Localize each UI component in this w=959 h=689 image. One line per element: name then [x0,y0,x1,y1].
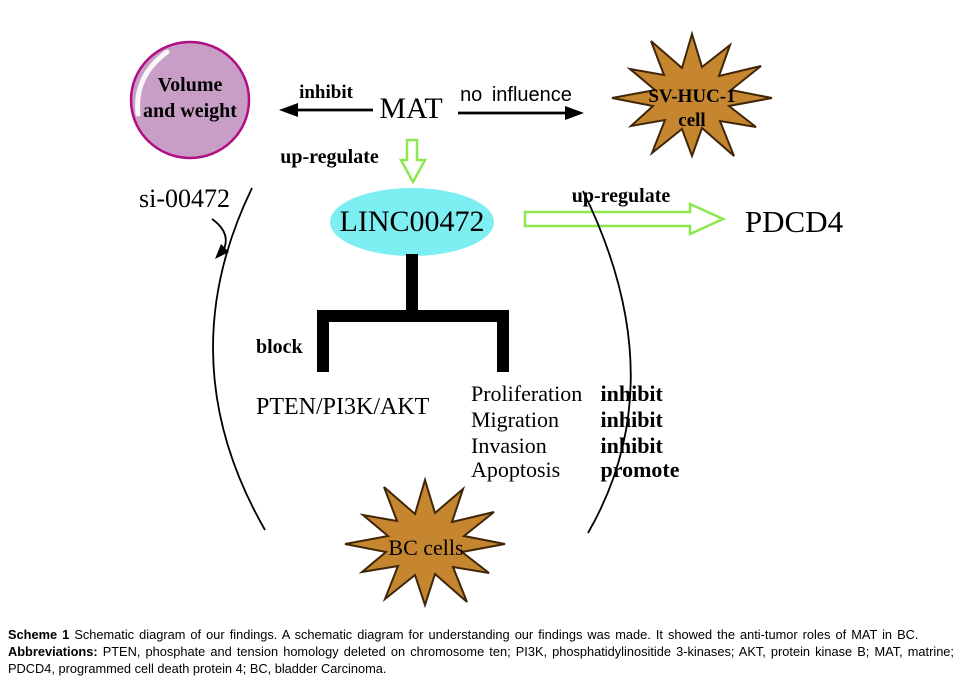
block-label: block [256,336,303,358]
process-effect: promote [600,457,680,482]
inhibit-arrow-head [279,103,298,117]
up-regulate-right-arrow [523,202,727,236]
branch-stem [406,254,418,312]
bc-cells-node: BC cells [388,535,464,560]
volume-weight-line1: Volume [157,74,223,96]
process-name: Proliferation [471,381,583,406]
pten-pathway-node: PTEN/PI3K/AKT [256,394,430,420]
up-regulate-top-label: up-regulate [280,146,379,168]
scheme-text: Schematic diagram of our findings. A sch… [74,627,919,642]
linc-ellipse-shape [330,188,494,256]
left-inhibition-arc [212,187,266,531]
branch-crossbar [317,310,509,322]
pdcd4-node: PDCD4 [744,204,844,239]
sv-huc-line1: SV-HUC-1 [648,86,736,107]
figure-caption: Scheme 1 Schematic diagram of our findin… [8,626,954,677]
sv-huc-line2: cell [678,110,706,131]
process-row: Proliferation inhibit [471,381,711,407]
volume-weight-line2: and weight [143,100,237,122]
highlight-crescent [135,49,170,117]
branch-right-leg [497,310,509,372]
abbreviations-label: Abbreviations: [8,644,98,659]
process-effect: inhibit [600,433,663,458]
no-influence-arrow-head [565,106,584,120]
process-name: Migration [471,407,559,432]
process-row: Migration inhibit [471,407,711,433]
bc-cells-star-shape [344,476,506,609]
process-effect: inhibit [600,407,663,432]
right-inhibition-arc [582,190,632,534]
up-regulate-down-arrow [398,138,428,185]
sv-huc-star-shape [611,30,773,159]
process-name: Invasion [471,433,547,458]
abbreviations-line: Abbreviations: PTEN, phosphate and tensi… [8,643,954,677]
scheme-caption-line: Scheme 1 Schematic diagram of our findin… [8,626,954,643]
tumor-oval-shape [129,40,251,160]
volume-weight-node: Volume and weight [130,72,250,124]
process-row: Apoptosis promote [471,457,711,483]
inhibit-label: inhibit [299,82,353,103]
scheme-label: Scheme 1 [8,627,70,642]
sv-huc-node: SV-HUC-1 cell [632,85,752,133]
up-regulate-right-label: up-regulate [571,185,671,207]
mat-node: MAT [379,92,443,125]
process-row: Invasion inhibit [471,433,711,459]
process-effect: inhibit [600,381,663,406]
si-00472-node: si-00472 [139,184,230,213]
process-name: Apoptosis [471,457,561,482]
linc00472-node: LINC00472 [339,205,485,238]
no-influence-label: no influence [460,84,572,106]
branch-left-leg [317,310,329,372]
abbreviations-text: PTEN, phosphate and tension homology del… [8,644,954,676]
si-block-arrow-head [215,244,229,259]
